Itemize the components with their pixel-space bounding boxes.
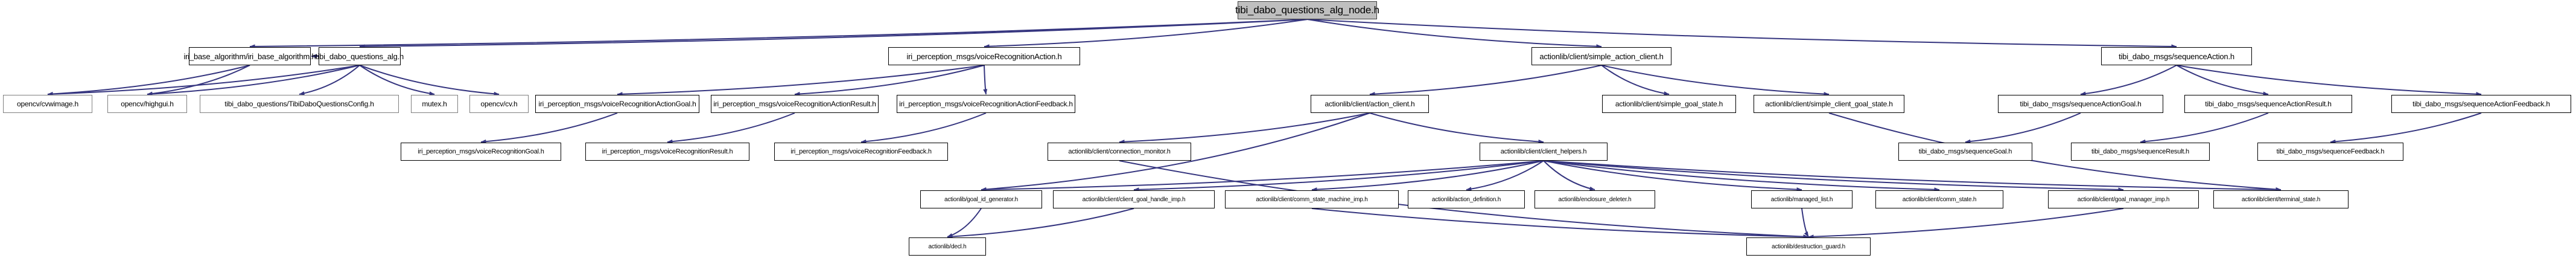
graph-edge-client_goal_handle-to-decl: [947, 208, 1134, 239]
graph-node-root[interactable]: tibi_dabo_questions_alg_node.h: [1235, 1, 1379, 19]
graph-edge-seq_action_result-to-seq_result: [2140, 112, 2269, 144]
graph-edge-vr_action-to-vr_action_goal: [617, 65, 985, 97]
graph-edge-tdq_alg-to-mutex: [359, 65, 435, 96]
graph-edge-goal_id_generator-to-decl: [947, 208, 982, 237]
graph-node-action_client[interactable]: actionlib/client/action_client.h: [1311, 95, 1429, 113]
graph-edge-action_client-to-goal_id_generator: [981, 112, 1370, 192]
graph-node-goal_manager_imp[interactable]: actionlib/client/goal_manager_imp.h: [2048, 190, 2199, 208]
graph-edge-client_helpers-to-managed_list: [1543, 160, 1802, 192]
graph-edge-action_client-to-connection_monitor: [1119, 112, 1370, 144]
graph-edge-iri_base_alg-to-highgui: [147, 65, 250, 96]
graph-node-simple_action_client[interactable]: actionlib/client/simple_action_client.h: [1531, 47, 1671, 65]
graph-node-client_helpers[interactable]: actionlib/client/client_helpers.h: [1480, 143, 1608, 161]
graph-edge-root-to-iri_base_alg: [249, 19, 1308, 49]
graph-node-vr_feedback[interactable]: iri_perception_msgs/voiceRecognitionFeed…: [774, 143, 948, 161]
graph-node-seq_result[interactable]: tibi_dabo_msgs/sequenceResult.h: [2071, 143, 2210, 161]
graph-edge-client_helpers-to-comm_state_machine: [1311, 160, 1544, 192]
graph-edge-root-to-tdq_alg: [359, 19, 1308, 49]
graph-edge-vr_action_result-to-vr_result: [667, 112, 795, 144]
graph-node-seq_action_feedback[interactable]: tibi_dabo_msgs/sequenceActionFeedback.h: [2391, 95, 2571, 113]
graph-node-seq_feedback[interactable]: tibi_dabo_msgs/sequenceFeedback.h: [2257, 143, 2403, 161]
graph-node-vr_result[interactable]: iri_perception_msgs/voiceRecognitionResu…: [585, 143, 749, 161]
graph-node-destruction_guard[interactable]: actionlib/destruction_guard.h: [1746, 237, 1871, 256]
graph-edge-tdq_alg-to-opencv_cv: [359, 65, 500, 96]
graph-edge-client_helpers-to-enclosure_deleter: [1543, 160, 1595, 191]
graph-node-seq_action_goal[interactable]: tibi_dabo_msgs/sequenceActionGoal.h: [1998, 95, 2163, 113]
graph-edge-action_client-to-client_helpers: [1369, 112, 1544, 144]
graph-node-seq_action[interactable]: tibi_dabo_msgs/sequenceAction.h: [2101, 47, 2252, 65]
graph-node-comm_state[interactable]: actionlib/client/comm_state.h: [1875, 190, 2003, 208]
graph-edge-client_helpers-to-action_definition: [1466, 160, 1544, 192]
graph-node-goal_id_generator[interactable]: actionlib/goal_id_generator.h: [920, 190, 1042, 208]
graph-node-highgui[interactable]: opencv/highgui.h: [107, 95, 187, 113]
graph-node-terminal_state[interactable]: actionlib/client/terminal_state.h: [2213, 190, 2349, 208]
graph-node-action_definition[interactable]: actionlib/action_definition.h: [1408, 190, 1525, 208]
graph-edge-client_helpers-to-goal_id_generator: [981, 160, 1544, 192]
graph-edge-vr_action_goal-to-vr_goal: [480, 112, 618, 144]
graph-node-seq_action_result[interactable]: tibi_dabo_msgs/sequenceActionResult.h: [2184, 95, 2352, 113]
graph-edge-simple_action_client-to-simple_goal_state: [1601, 65, 1670, 96]
graph-node-iri_base_alg[interactable]: iri_base_algorithm/iri_base_algorithm.h: [183, 47, 316, 65]
graph-node-tdq_config[interactable]: tibi_dabo_questions/TibiDaboQuestionsCon…: [200, 95, 399, 113]
graph-edge-seq_action-to-seq_action_goal: [2080, 65, 2177, 96]
graph-node-decl[interactable]: actionlib/decl.h: [909, 237, 986, 256]
graph-edge-goal_manager_imp-to-destruction_guard: [1808, 208, 2124, 239]
graph-edge-client_helpers-to-goal_manager_imp: [1543, 160, 2124, 192]
graph-edge-managed_list-to-destruction_guard: [1801, 208, 1809, 237]
graph-node-client_goal_handle[interactable]: actionlib/client/client_goal_handle_imp.…: [1053, 190, 1215, 208]
graph-edge-vr_action_feedback-to-vr_feedback: [860, 112, 987, 144]
graph-node-vr_goal[interactable]: iri_perception_msgs/voiceRecognitionGoal…: [401, 143, 561, 161]
graph-edge-simple_action_client-to-simple_client_goal: [1601, 65, 1830, 97]
graph-edge-tdq_alg-to-highgui: [147, 65, 360, 97]
graph-edge-vr_action-to-vr_action_result: [794, 65, 985, 96]
graph-node-mutex[interactable]: mutex.h: [411, 95, 458, 113]
graph-edge-simple_action_client-to-action_client: [1369, 65, 1602, 97]
graph-edge-root-to-simple_action_client: [1307, 19, 1602, 49]
graph-edge-connection_monitor-to-destruction_guard: [1119, 160, 1809, 239]
graph-edge-simple_client_goal-to-terminal_state: [1828, 112, 2282, 192]
graph-edge-vr_action-to-vr_action_feedback: [983, 65, 988, 95]
graph-node-opencv_cv[interactable]: opencv/cv.h: [469, 95, 529, 113]
graph-node-tdq_alg[interactable]: tibi_dabo_questions_alg.h: [316, 47, 404, 65]
graph-edge-iri_base_alg-to-cvwimage: [47, 65, 250, 97]
graph-node-seq_goal[interactable]: tibi_dabo_msgs/sequenceGoal.h: [1898, 143, 2032, 161]
graph-edge-seq_action-to-seq_action_result: [2176, 65, 2269, 96]
graph-edge-client_helpers-to-comm_state: [1543, 160, 1940, 192]
graph-edge-seq_action_goal-to-seq_goal: [1965, 112, 2081, 144]
graph-node-simple_goal_state[interactable]: actionlib/client/simple_goal_state.h: [1602, 95, 1736, 113]
graph-node-vr_action_goal[interactable]: iri_perception_msgs/voiceRecognitionActi…: [535, 95, 699, 113]
graph-node-vr_action_feedback[interactable]: iri_perception_msgs/voiceRecognitionActi…: [897, 95, 1075, 113]
graph-node-vr_action[interactable]: iri_perception_msgs/voiceRecognitionActi…: [888, 47, 1080, 65]
graph-node-cvwimage[interactable]: opencv/cvwimage.h: [3, 95, 92, 113]
graph-edge-client_helpers-to-client_goal_handle: [1133, 160, 1544, 192]
graph-edge-root-to-vr_action: [984, 19, 1308, 49]
graph-edge-client_helpers-to-terminal_state: [1543, 160, 2282, 192]
graph-edge-tdq_alg-to-tdq_config: [299, 65, 360, 95]
graph-node-connection_monitor[interactable]: actionlib/client/connection_monitor.h: [1048, 143, 1191, 161]
graph-edge-seq_action_feedback-to-seq_feedback: [2330, 112, 2482, 144]
graph-edge-root-to-seq_action: [1307, 19, 2177, 49]
graph-node-enclosure_deleter[interactable]: actionlib/enclosure_deleter.h: [1534, 190, 1655, 208]
graph-node-vr_action_result[interactable]: iri_perception_msgs/voiceRecognitionActi…: [711, 95, 879, 113]
graph-node-simple_client_goal[interactable]: actionlib/client/simple_client_goal_stat…: [1754, 95, 1904, 113]
graph-edge-seq_action-to-seq_action_feedback: [2176, 65, 2482, 97]
graph-edge-comm_state_machine-to-destruction_guard: [1311, 208, 1809, 239]
graph-node-comm_state_machine[interactable]: actionlib/client/comm_state_machine_imp.…: [1225, 190, 1399, 208]
graph-node-managed_list[interactable]: actionlib/managed_list.h: [1751, 190, 1852, 208]
